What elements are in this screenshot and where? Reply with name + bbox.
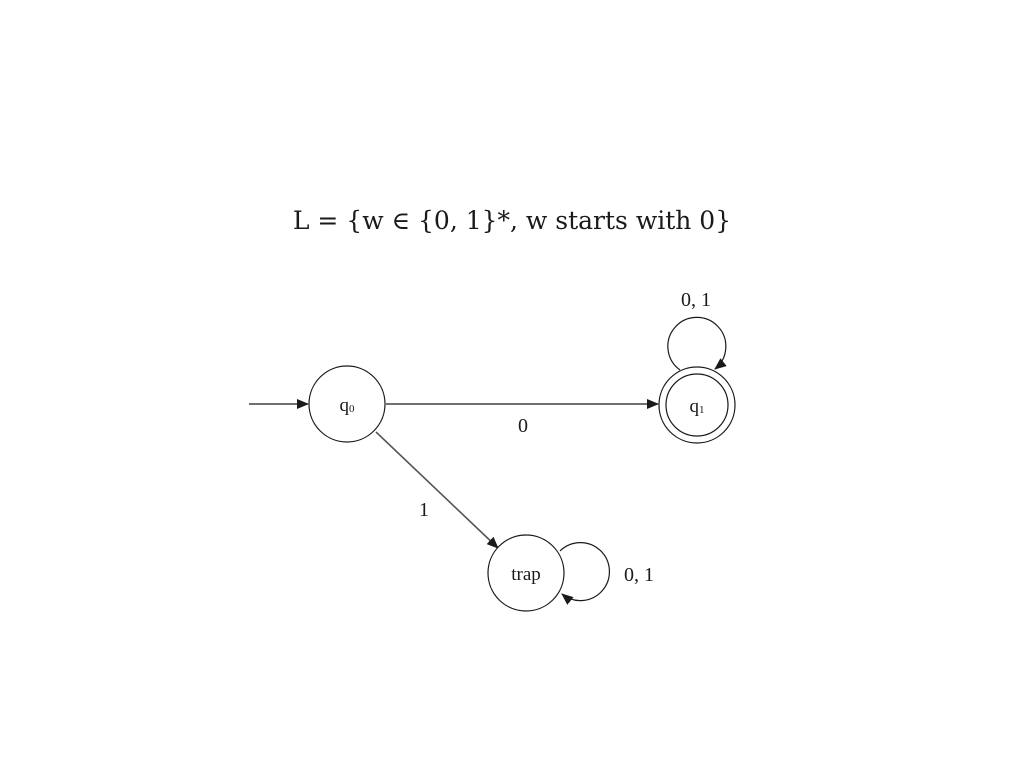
state-q1: q1 [658, 366, 736, 444]
state-q0-subscript: 0 [349, 403, 355, 415]
state-q1-outer-circle [658, 366, 736, 444]
loop-trap-label: 0, 1 [624, 564, 654, 586]
language-title: L = {w ∈ {0, 1}*, w starts with 0} [292, 206, 732, 235]
state-trap-circle [487, 534, 565, 612]
edge-q0-trap [375, 431, 499, 549]
state-q0-name: q [340, 395, 350, 416]
state-q0-circle [308, 365, 386, 443]
state-q0: q0 [308, 365, 386, 443]
edge-q0-trap-label: 1 [419, 499, 429, 521]
loop-q1-label: 0, 1 [681, 289, 711, 311]
loop-trap [559, 542, 610, 605]
state-q1-name: q [690, 396, 700, 417]
edge-q0-q1-label: 0 [518, 415, 528, 437]
state-q1-subscript: 1 [699, 404, 705, 416]
state-q1-inner-circle [665, 373, 729, 437]
state-q0-label: q0 [340, 395, 356, 416]
loop-q1 [667, 316, 727, 371]
state-trap: trap [487, 534, 565, 612]
state-trap-label: trap [511, 564, 541, 585]
state-q1-label: q1 [690, 396, 705, 417]
